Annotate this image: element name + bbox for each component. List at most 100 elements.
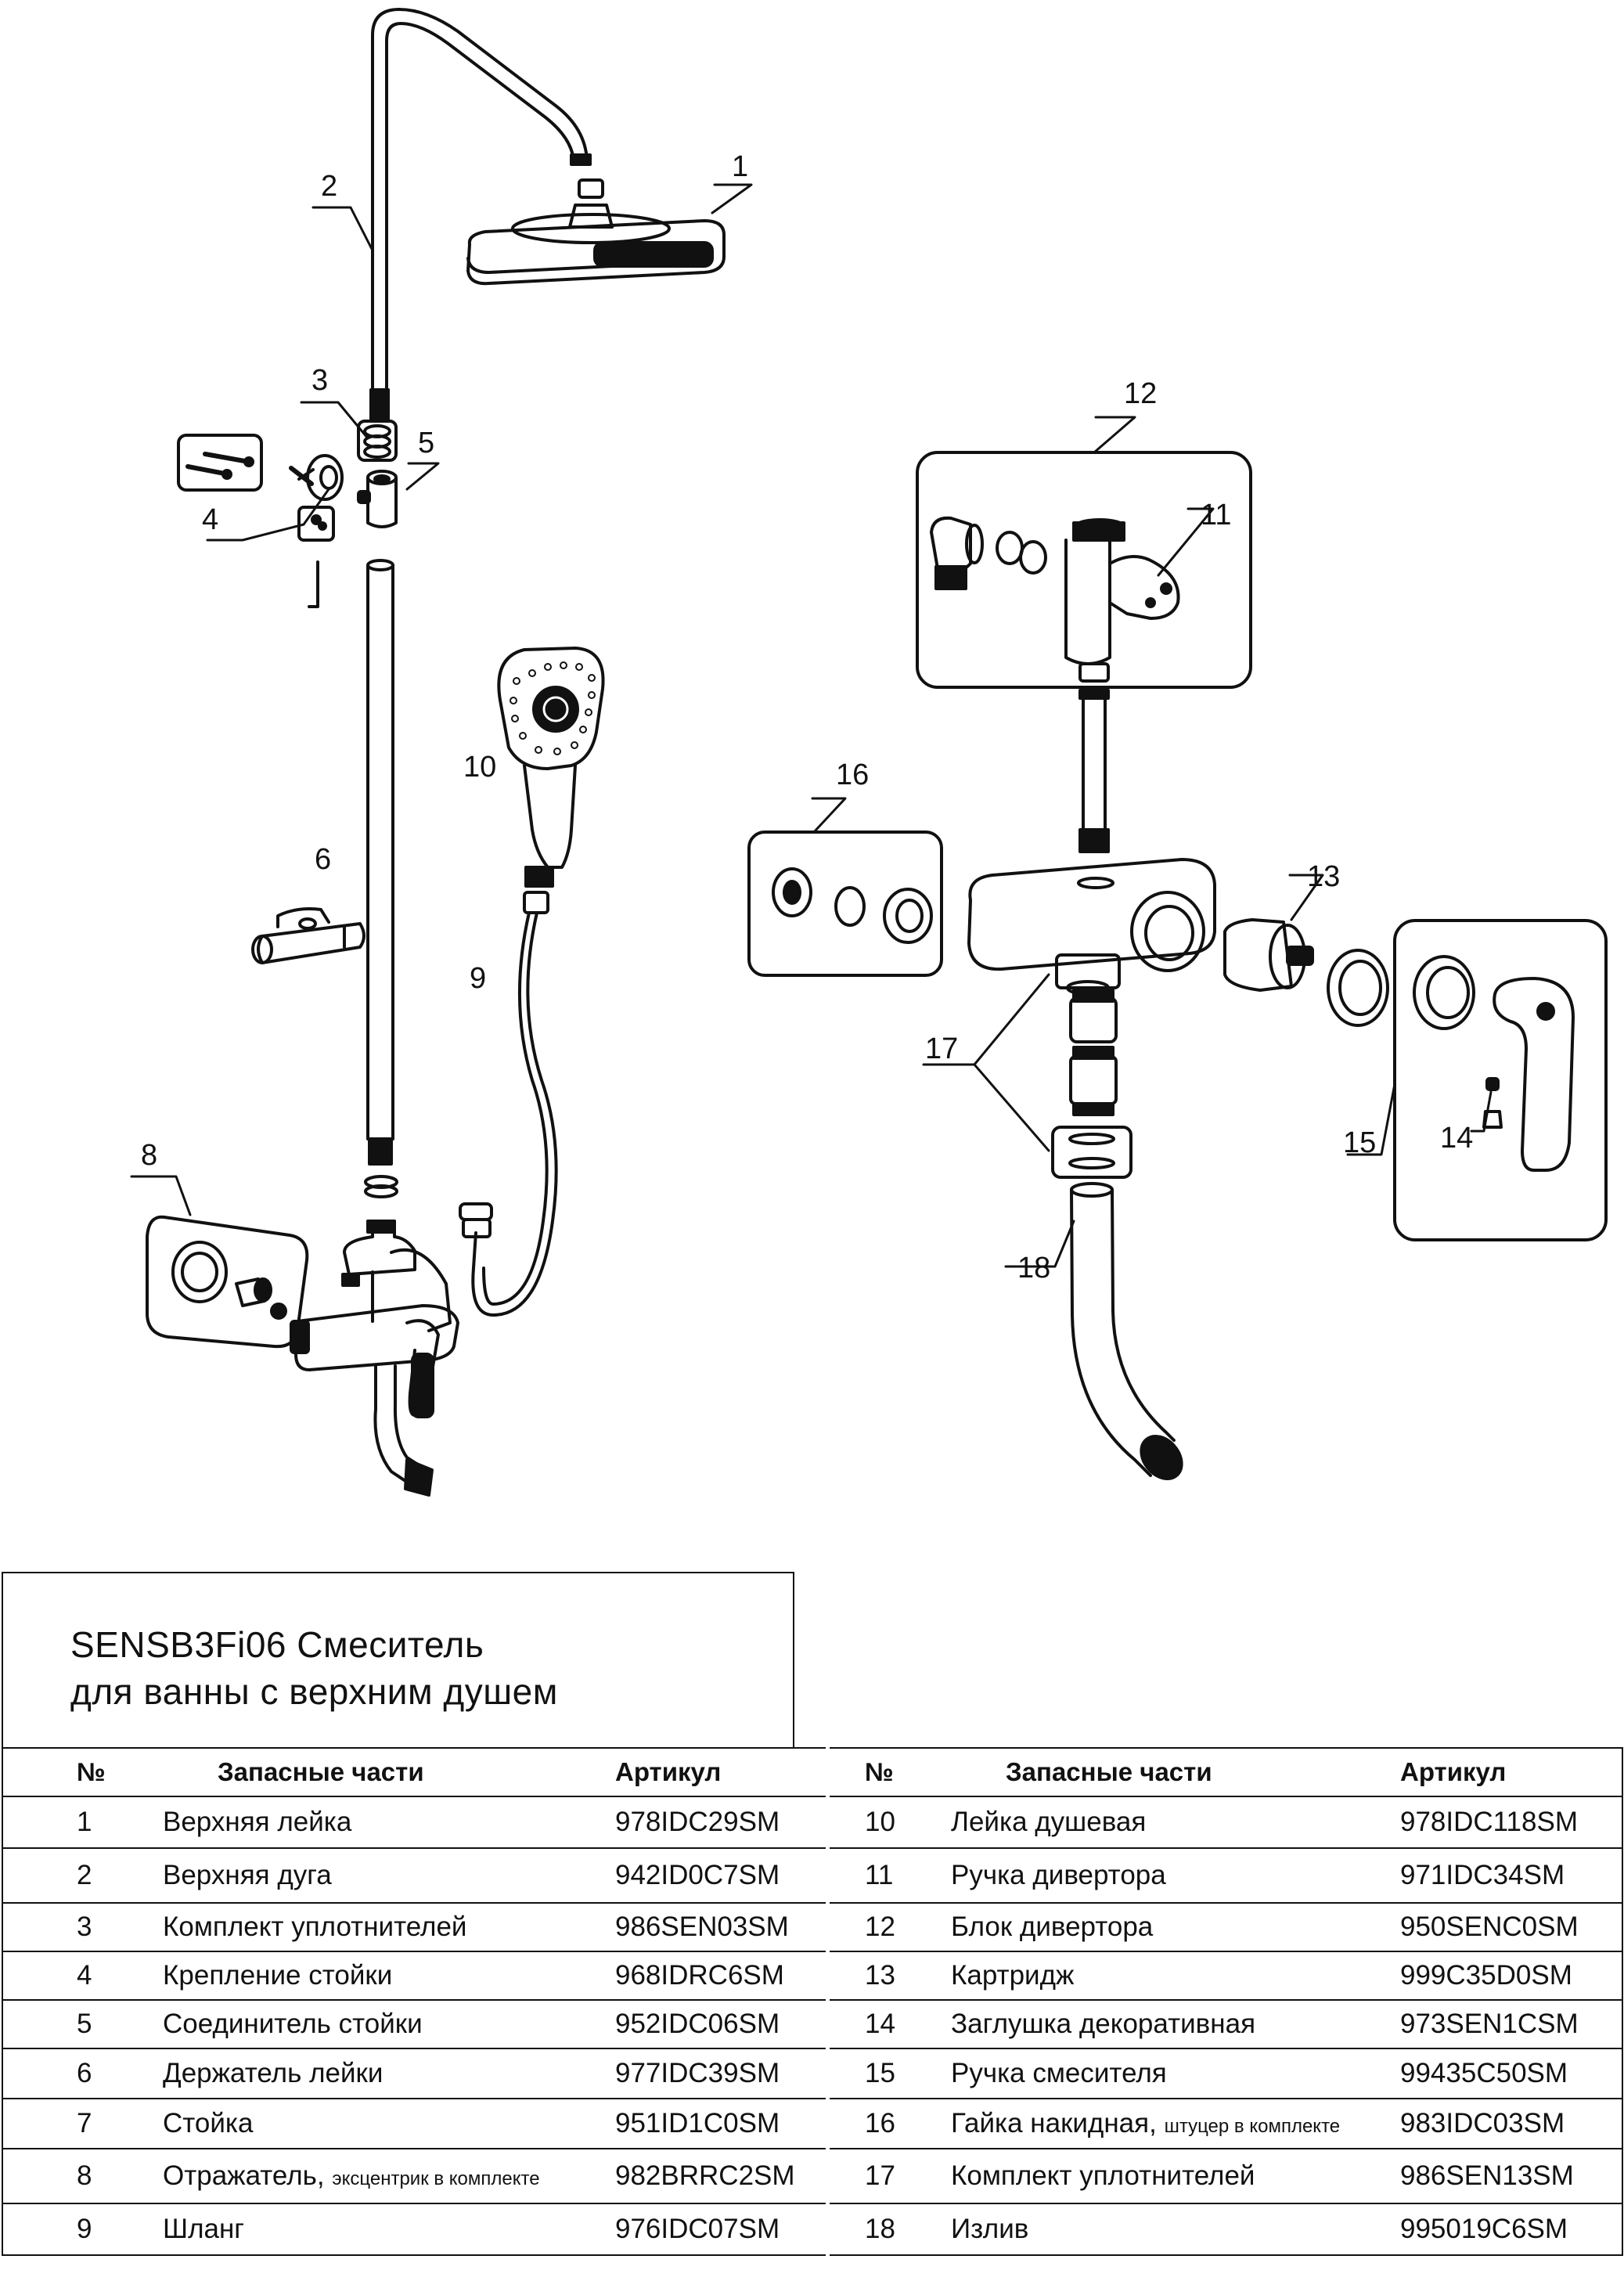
- part-number: 8: [2, 2148, 163, 2204]
- part-number: 16: [830, 2098, 951, 2149]
- part-article: 952IDC06SM: [615, 1999, 826, 2049]
- part-number: 2: [2, 1847, 163, 1904]
- part-article: 978IDC118SM: [1400, 1796, 1623, 1849]
- part-article: 986SEN13SM: [1400, 2148, 1623, 2204]
- part-article: 977IDC39SM: [615, 2048, 826, 2099]
- callout-14: 14: [1440, 1122, 1473, 1155]
- part-number: 7: [2, 2098, 163, 2149]
- part-number: 12: [830, 1902, 951, 1952]
- header-article: Артикул: [615, 1747, 826, 1797]
- part-article: 982BRRC2SM: [615, 2148, 826, 2204]
- part-number: 1: [2, 1796, 163, 1849]
- header-no: №: [830, 1747, 951, 1797]
- part-number: 11: [830, 1847, 951, 1904]
- part-article: 983IDC03SM: [1400, 2098, 1623, 2149]
- part-17-seal-kit: [922, 973, 1132, 1179]
- part-2-overhead-arm: [369, 8, 592, 421]
- title-block: SENSB3Fi06 Смеситель для ванны с верхним…: [2, 1572, 794, 1748]
- part-name: Держатель лейки: [163, 2058, 383, 2088]
- part-9-hose: [459, 891, 558, 1317]
- part-name-cell: Ручка смесителя: [951, 2048, 1400, 2099]
- part-article: 942ID0C7SM: [615, 1847, 826, 1904]
- part-name: Верхняя лейка: [163, 1807, 352, 1837]
- part-name-cell: Соединитель стойки: [163, 1999, 615, 2049]
- part-number: 17: [830, 2148, 951, 2204]
- part-article: 99435C50SM: [1400, 2048, 1623, 2099]
- part-article: 976IDC07SM: [615, 2203, 826, 2256]
- part-10-hand-shower: [497, 647, 605, 888]
- part-name-cell: Отражатель, эксцентрик в комплекте: [163, 2148, 615, 2204]
- part-1-rain-shower-head: [466, 178, 726, 286]
- table-header-row: № Запасные части Артикул: [830, 1747, 1623, 1797]
- part-name-cell: Лейка душевая: [951, 1796, 1400, 1849]
- product-subtitle: для ванны с верхним душем: [70, 1671, 558, 1712]
- part-name-cell: Блок дивертора: [951, 1902, 1400, 1952]
- part-16-union-nut: [747, 797, 943, 977]
- part-name-cell: Крепление стойки: [163, 1951, 615, 2001]
- part-name-cell: Комплект уплотнителей: [163, 1902, 615, 1952]
- callout-labels: 1 2 3 4 5 6 8 9 10 11 12 13 14 15 16 17 …: [141, 150, 1473, 1285]
- callout-5: 5: [418, 427, 434, 459]
- header-part-name: Запасные части: [163, 1747, 615, 1797]
- table-header-row: № Запасные части Артикул: [2, 1747, 826, 1797]
- part-name: Блок дивертора: [951, 1911, 1154, 1942]
- callout-13: 13: [1307, 860, 1340, 893]
- part-name: Ручка дивертора: [951, 1860, 1166, 1890]
- part-name: Соединитель стойки: [163, 2009, 423, 2039]
- part-8-escutcheon: [130, 1175, 309, 1349]
- part-name-cell: Стойка: [163, 2098, 615, 2149]
- exploded-parts-diagram: 1 2 3 4 5 6 8 9 10 11 12 13 14 15 16 17 …: [130, 8, 1608, 1497]
- part-name: Крепление стойки: [163, 1960, 393, 1991]
- callout-8: 8: [141, 1139, 157, 1172]
- part-article: 986SEN03SM: [615, 1902, 826, 1952]
- part-article: 999C35D0SM: [1400, 1951, 1623, 2001]
- part-name: Шланг: [163, 2214, 245, 2244]
- part-name-cell: Заглушка декоративная: [951, 1999, 1400, 2049]
- part-article: 973SEN1CSM: [1400, 1999, 1623, 2049]
- callout-1: 1: [732, 150, 748, 183]
- part-note: эксцентрик в комплекте: [332, 2168, 540, 2189]
- diverter-stem-tube: [1078, 689, 1110, 853]
- part-name-cell: Комплект уплотнителей: [951, 2148, 1400, 2204]
- header-no: №: [2, 1747, 163, 1797]
- part-3-seal-kit: [357, 420, 398, 462]
- mixer-body-exploded: [967, 858, 1216, 996]
- callout-10: 10: [463, 751, 496, 784]
- part-4-wall-mount: [177, 434, 344, 608]
- part-5-bar-connector: [357, 470, 398, 528]
- part-number: 10: [830, 1796, 951, 1849]
- part-12-diverter-block: [916, 416, 1252, 689]
- part-name: Лейка душевая: [951, 1807, 1147, 1837]
- part-name-cell: Гайка накидная, штуцер в комплекте: [951, 2098, 1400, 2149]
- part-name-cell: Картридж: [951, 1951, 1400, 2001]
- callout-15: 15: [1343, 1126, 1376, 1159]
- part-name: Верхняя дуга: [163, 1860, 332, 1890]
- part-name: Ручка смесителя: [951, 2058, 1167, 2088]
- part-name-cell: Верхняя лейка: [163, 1796, 615, 1849]
- part-name: Комплект уплотнителей: [163, 1911, 467, 1942]
- callout-2: 2: [321, 170, 337, 203]
- part-6-shower-holder: [251, 907, 365, 964]
- part-name: Картридж: [951, 1960, 1075, 1991]
- part-article: 951ID1C0SM: [615, 2098, 826, 2149]
- part-name: Гайка накидная,: [951, 2108, 1157, 2138]
- part-number: 15: [830, 2048, 951, 2099]
- part-15-mixer-handle: [1327, 919, 1608, 1241]
